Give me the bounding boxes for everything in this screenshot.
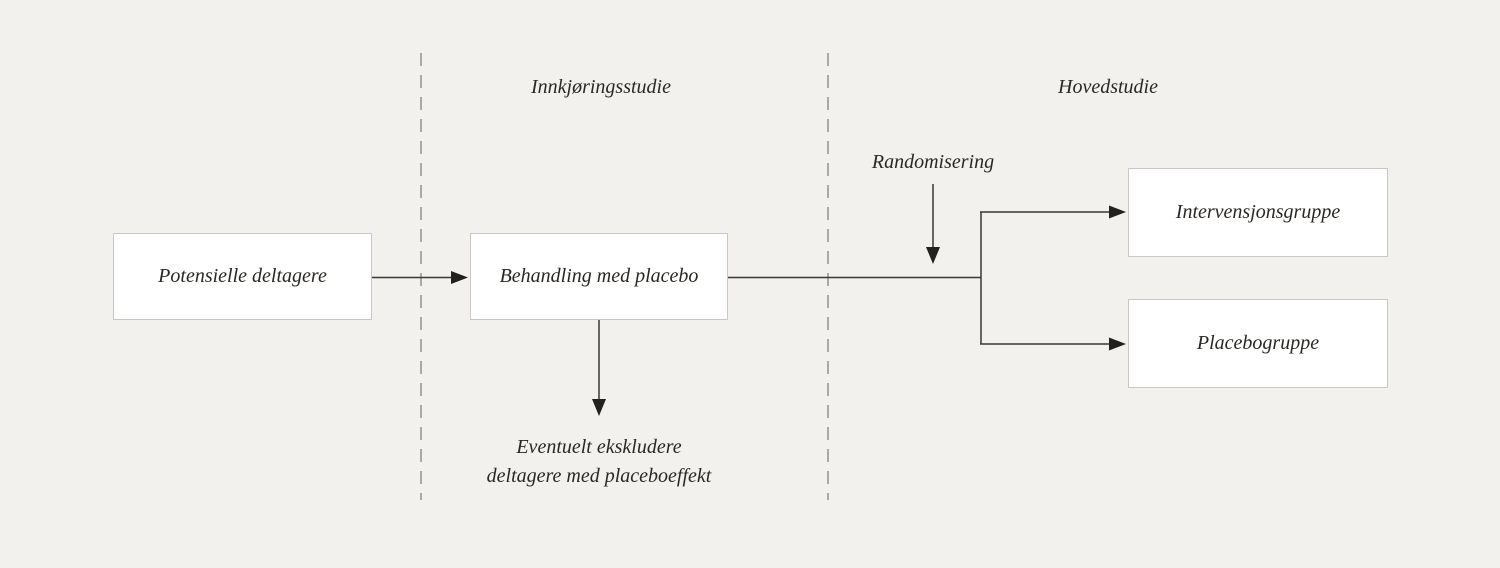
node-intervention-group-label: Intervensjonsgruppe (1175, 201, 1341, 223)
exclusion-note: Eventuelt ekskludere deltagere med place… (487, 433, 712, 491)
node-placebo-group: Placebogruppe (1128, 299, 1388, 388)
randomisation-label: Randomisering (871, 151, 995, 173)
exclusion-note-line2: deltagere med placeboeffekt (486, 465, 712, 487)
arrow-fork-to-intervention-head (1109, 205, 1126, 219)
node-placebo-group-label: Placebogruppe (1196, 332, 1320, 354)
section-label-runin-study: Innkjøringsstudie (531, 76, 671, 98)
node-potential-participants-label: Potensielle deltagere (158, 265, 327, 287)
arrow-fork-to-placebo-head (1109, 337, 1126, 351)
node-potential-participants: Potensielle deltagere (113, 233, 372, 320)
arrow-randomisation-head (926, 247, 940, 264)
arrow-treatment-to-exclusion-head (592, 399, 606, 416)
node-intervention-group: Intervensjonsgruppe (1128, 168, 1388, 257)
section-label-main-study: Hovedstudie (1058, 76, 1158, 98)
exclusion-note-line1: Eventuelt ekskludere (516, 436, 682, 458)
arrow-potential-to-treatment-head (451, 271, 468, 284)
node-placebo-treatment: Behandling med placebo (470, 233, 728, 320)
node-placebo-treatment-label: Behandling med placebo (499, 265, 699, 287)
